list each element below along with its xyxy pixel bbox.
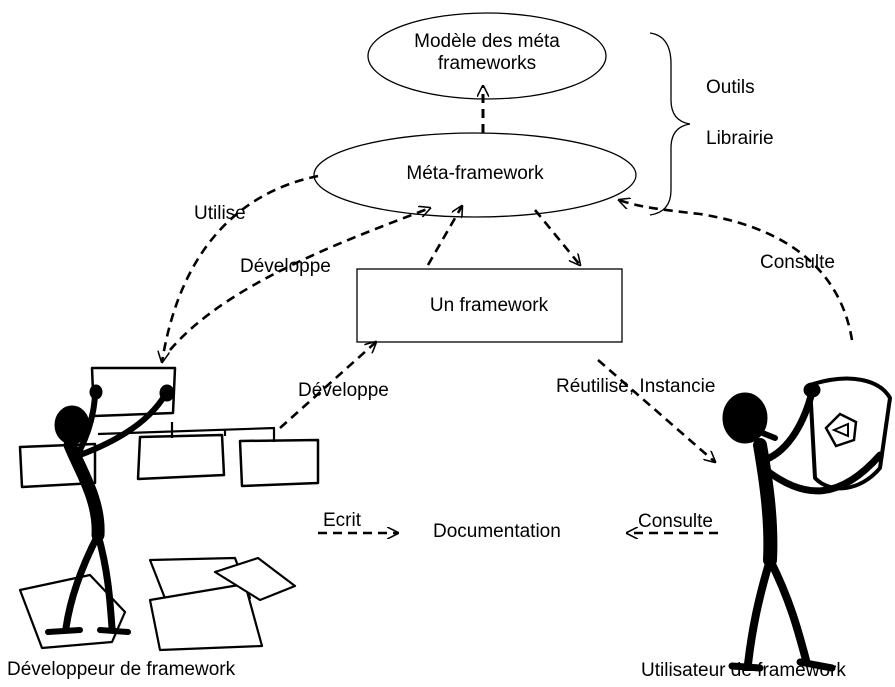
frame-connectors	[65, 422, 276, 447]
framework-label: Un framework	[429, 295, 549, 316]
consults-doc-label: Consulte	[638, 511, 713, 532]
user-actor-label: Utilisateur de framework	[641, 660, 846, 681]
uses-label: Utilise	[194, 203, 246, 224]
meta-model-ellipse	[367, 12, 607, 100]
frame-right	[238, 438, 320, 488]
framework-box	[356, 268, 623, 343]
writes-label: Ecrit	[323, 510, 361, 531]
developer-clipart	[18, 366, 320, 652]
reuses-label: Réutilise, Instancie	[556, 376, 716, 397]
library-label: Librairie	[706, 128, 774, 149]
meta-model-label: Modèle des méta frameworks	[387, 31, 587, 75]
edge-develops-framework	[279, 342, 376, 429]
edge-develops-meta-b	[426, 206, 462, 266]
edge-uses	[162, 174, 319, 362]
edge-reuses	[597, 359, 715, 462]
sheet-shape	[824, 412, 858, 448]
edge-develops-meta-a	[169, 208, 430, 351]
edge-consults-meta	[619, 200, 854, 341]
tools-library-brace	[649, 32, 691, 216]
meta-model-label-line2: frameworks	[437, 53, 537, 74]
developer-actor-label: Développeur de framework	[7, 659, 236, 680]
floor-paper-3	[148, 582, 264, 652]
develops-meta-label: Développe	[240, 256, 331, 277]
meta-model-label-line1: Modèle des méta	[414, 31, 560, 52]
meta-framework-ellipse	[313, 132, 637, 218]
develops-framework-label: Développe	[298, 380, 389, 401]
held-sheet	[808, 376, 892, 491]
consults-meta-label: Consulte	[760, 252, 835, 273]
user-clipart	[722, 376, 892, 672]
edge-meta-to-framework	[533, 209, 580, 265]
floor-paper-4	[213, 556, 297, 602]
frame-middle	[136, 433, 226, 481]
meta-framework-label: Méta-framework	[406, 163, 544, 184]
user-head	[722, 392, 768, 444]
documentation-label: Documentation	[433, 521, 561, 542]
tools-label: Outils	[706, 77, 755, 98]
